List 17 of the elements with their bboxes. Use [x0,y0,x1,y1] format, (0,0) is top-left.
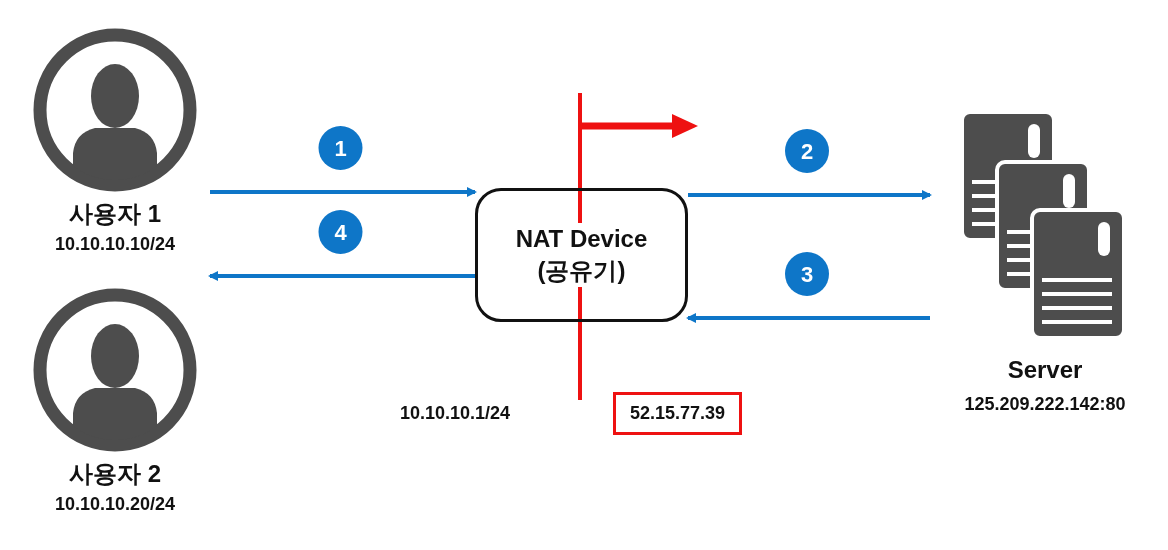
user-name: 사용자 1 [69,199,161,229]
arrow [210,187,477,197]
arrow [686,313,930,323]
step-badge: 1 [318,126,363,170]
step-badge: 4 [318,210,363,254]
ip-address: 10.10.10.20/24 [54,494,176,515]
ip-address: 52.15.77.39 [613,392,743,435]
arrow [208,271,475,281]
ip-address: 10.10.10.1/24 [400,402,511,424]
step-badge: 3 [785,252,829,296]
nat-device-box: NAT Device (공유기) [475,188,688,322]
ip-address: 10.10.10.10/24 [54,234,176,255]
ip-address: 125.209.222.142:80 [964,394,1126,415]
step-badge: 2 [785,129,829,173]
server-name: Server [1007,356,1083,384]
user-name: 사용자 2 [69,459,161,489]
arrow [688,190,932,200]
